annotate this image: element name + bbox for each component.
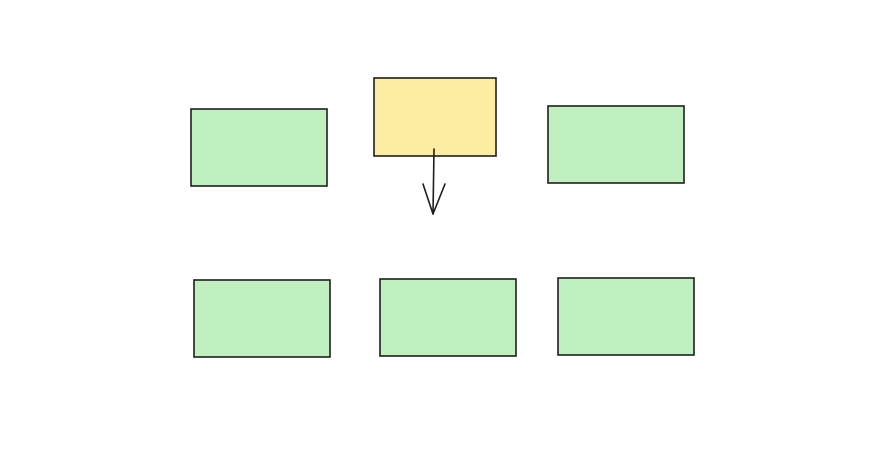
arrow-down[interactable] xyxy=(422,148,446,215)
box-top-center[interactable] xyxy=(373,77,497,157)
arrow-head xyxy=(422,183,446,215)
box-bottom-center[interactable] xyxy=(379,278,517,357)
box-top-right[interactable] xyxy=(547,105,685,184)
box-bottom-right[interactable] xyxy=(557,277,695,356)
box-bottom-left[interactable] xyxy=(193,279,331,358)
box-top-left[interactable] xyxy=(190,108,328,187)
arrow-shaft xyxy=(432,148,435,215)
